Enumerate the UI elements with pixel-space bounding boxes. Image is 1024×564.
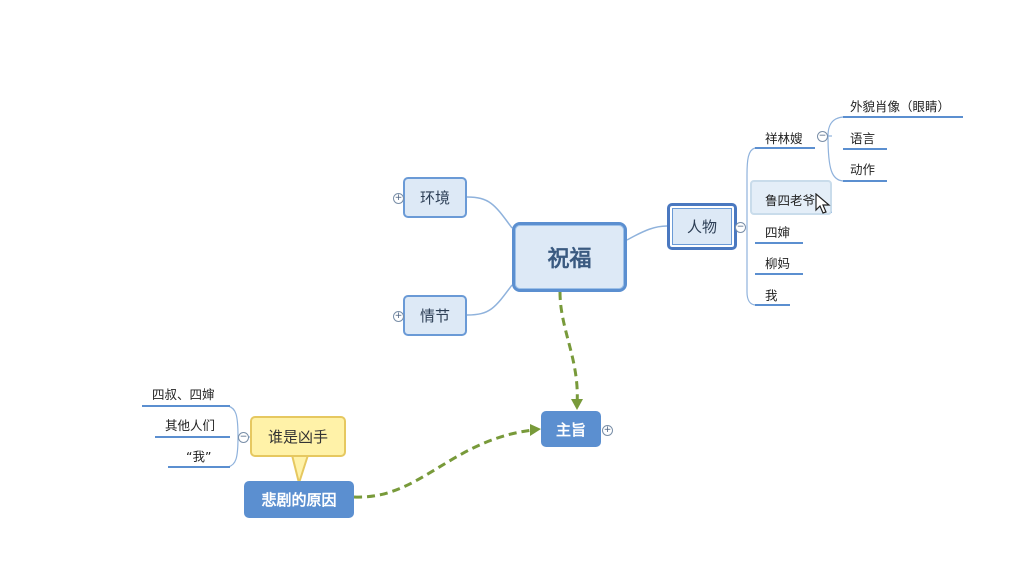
topic-huanjing[interactable]: 环境 [403,177,467,218]
plus-circle-icon[interactable]: + [393,311,404,322]
arrow-head-zhuzhi [571,399,583,410]
subtopic-xianglinsao[interactable]: 祥林嫂 [765,131,803,146]
topic-tragedy-cause[interactable]: 悲剧的原因 [244,481,354,518]
subtopic-liuma[interactable]: 柳妈 [765,256,791,271]
arrow-head-beiju [530,424,541,436]
minus-circle-icon[interactable]: − [238,432,249,443]
connector-central-renwu [626,225,668,241]
callout-tail [290,454,310,487]
subtopic-sishen[interactable]: 四婶 [765,225,791,240]
subtopic-other-people[interactable]: 其他人们 [165,418,216,433]
callout-who-is-culprit[interactable]: 谁是凶手 [250,416,346,457]
detail-language[interactable]: 语言 [850,131,876,146]
minus-circle-icon[interactable]: − [735,222,746,233]
detail-appearance[interactable]: 外貌肖像（眼睛） [850,99,951,114]
selected-highlight [750,180,832,215]
connector-central-huanjing [466,196,513,229]
detail-action[interactable]: 动作 [850,162,876,177]
subtopic-lusilaoye[interactable]: 鲁四老爷 [765,193,816,208]
subtopic-quoted-wo[interactable]: “我” [186,449,212,464]
topic-zhuzhi[interactable]: 主旨 [541,411,601,447]
plus-circle-icon[interactable]: + [393,193,404,204]
topic-qingjie[interactable]: 情节 [403,295,467,336]
topic-renwu[interactable]: 人物 [667,203,737,250]
central-topic[interactable]: 祝福 [512,222,627,292]
arrow-beiju-zhuzhi [353,428,534,499]
plus-circle-icon[interactable]: + [602,425,613,436]
subtopic-wo[interactable]: 我 [765,288,778,303]
subtopic-sishu-sishen[interactable]: 四叔、四婶 [152,387,215,402]
arrow-central-zhuzhi [558,291,579,406]
minus-circle-icon[interactable]: − [817,131,828,142]
mouse-pointer-icon [815,193,831,214]
connector-central-qingjie [466,284,513,316]
